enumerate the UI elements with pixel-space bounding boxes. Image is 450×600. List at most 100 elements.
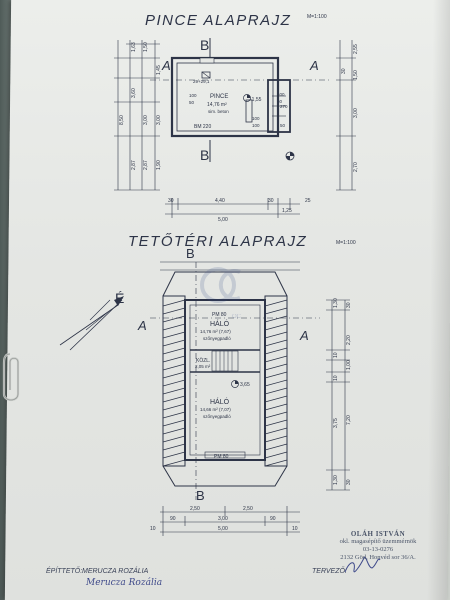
basement-vent-x (201, 71, 211, 79)
basement-bottom-dim: 25 (305, 198, 311, 204)
stamp-line3: 2132 Göd, Honvéd sor 36/A. (340, 554, 416, 561)
attic-roof-ridge-top (162, 271, 288, 297)
basement-window (199, 57, 215, 64)
roof-hatch-line (264, 387, 288, 395)
roof-hatch-line (162, 363, 186, 371)
roof-hatch-line (162, 403, 186, 411)
basement-inner-label: 270 (280, 104, 288, 109)
basement-annex (267, 79, 291, 133)
basement-bottom-dim: 4,40 (215, 198, 225, 204)
attic-right-dim: 3,75 (333, 418, 339, 428)
basement-section-left: A (161, 58, 171, 73)
basement-left-dim: 2,87 (143, 160, 149, 170)
basement-left-dim: 3,00 (156, 115, 162, 125)
attic-roof-hatch-left (162, 299, 186, 467)
roof-hatch-line (264, 419, 288, 427)
attic-bottom-dim: 10 (292, 526, 298, 532)
basement-inner-label: 100 (189, 93, 197, 98)
roof-hatch-line (264, 315, 288, 323)
roof-hatch-line (264, 459, 288, 467)
basement-left-dim: 3,00 (143, 115, 149, 125)
roof-hatch-line (162, 387, 186, 395)
builder-signature: Merucza Rozália (86, 578, 163, 588)
designer-stamp: OLÁH ISTVÁN okl. magasépítő üzemmérnök 0… (318, 530, 438, 562)
roof-hatch-line (264, 299, 288, 307)
basement-bottom-dim-total: 5,00 (218, 217, 228, 223)
roof-hatch-line (162, 459, 186, 467)
basement-right-dim: 1,50 (353, 70, 359, 80)
basement-inner-label: 50 (189, 100, 195, 105)
basement-room-name: PINCE (210, 94, 228, 100)
north-arrow-icon (59, 296, 124, 351)
roof-hatch-line (162, 379, 186, 387)
builder-name: MERUCZA ROZÁLIA (82, 568, 149, 575)
basement-right-dim: 2,70 (353, 162, 359, 172)
attic-right-dim: 30 (346, 302, 352, 308)
roof-hatch-line (162, 419, 186, 427)
basement-left-dim: 1,50 (143, 42, 149, 52)
basement-inner-label: 100 (252, 116, 260, 121)
attic-level-icon (231, 380, 239, 388)
attic-section-right: A (299, 328, 309, 343)
roof-hatch-line (162, 299, 186, 307)
attic-bottom-dim: 90 (270, 516, 276, 522)
roof-hatch-line (162, 315, 186, 323)
attic-bottom-room: PM 80 (214, 454, 229, 460)
roof-hatch-line (264, 363, 288, 371)
attic-title: TETŐTÉRI ALAPRAJZ (128, 233, 307, 250)
roof-hatch-line (162, 427, 186, 435)
attic-bottom-dim: 10 (150, 526, 156, 532)
basement-room-floor: sim. beton (208, 109, 229, 114)
attic-right-dim: 30 (346, 479, 352, 485)
stamp-line2: 03-13-0276 (362, 546, 394, 553)
basement-outer-wall (170, 56, 280, 138)
roof-hatch-line (162, 435, 186, 443)
basement-left-dim: 1,63 (131, 42, 137, 52)
basement-inner-label: 50 (277, 99, 283, 104)
attic-right-dim: 10 (333, 352, 339, 358)
basement-scale: M=1:100 (307, 14, 327, 20)
roof-hatch-line (264, 339, 288, 347)
roof-hatch-line (264, 307, 288, 315)
basement-left-dim: 2,87 (131, 160, 137, 170)
attic-room1-title: HÁLÓ (210, 319, 230, 328)
attic-section-left: A (137, 318, 147, 333)
basement-section-right: A (309, 58, 319, 73)
basement-datum-icon (285, 151, 295, 161)
attic-bottom-window (204, 451, 246, 459)
attic-room3-floor: szőnyegpadló (203, 414, 231, 419)
basement-bottom-dim: 30 (268, 198, 274, 204)
roof-hatch-line (162, 371, 186, 379)
attic-scale: M=1:100 (336, 240, 356, 246)
basement-bottom-dim: 1,25 (282, 208, 292, 214)
attic-right-dim: 10 (333, 375, 339, 381)
roof-hatch-line (264, 331, 288, 339)
attic-room2-title: KÖZL. (196, 357, 210, 364)
roof-hatch-line (264, 355, 288, 363)
attic-section-bottom: B (196, 488, 205, 503)
attic-room3-area: 14,66 m² (7,07) (200, 407, 231, 412)
attic-section-top: B (186, 246, 195, 261)
basement-section-top: B (200, 37, 209, 53)
watermark-logo (200, 267, 241, 303)
attic-bottom-dim: 2,50 (243, 506, 253, 512)
basement-right-dim: 2,55 (353, 44, 359, 54)
basement-inner-label: 100 (277, 92, 285, 97)
roof-hatch-line (162, 451, 186, 459)
roof-hatch-line (264, 411, 288, 419)
paperclip-icon (2, 352, 20, 402)
basement-bottom-dim: 30 (168, 198, 174, 204)
basement-title: PINCE ALAPRAJZ (145, 12, 291, 29)
basement-section-bottom: B (200, 147, 209, 163)
roof-hatch-line (264, 451, 288, 459)
basement-right-dim: 3,00 (353, 108, 359, 118)
roof-hatch-line (264, 443, 288, 451)
attic-bottom-dim: 3,00 (218, 516, 228, 522)
basement-room-area: 14,76 m² (207, 102, 227, 108)
basement-vent (201, 71, 211, 79)
attic-right-dim: 1,30 (333, 475, 339, 485)
basement-level-icon (243, 94, 251, 102)
basement-left-dim-total: 8,50 (119, 115, 125, 125)
attic-outer-wall (184, 299, 266, 461)
attic-roof-ridge-bottom (162, 465, 288, 487)
